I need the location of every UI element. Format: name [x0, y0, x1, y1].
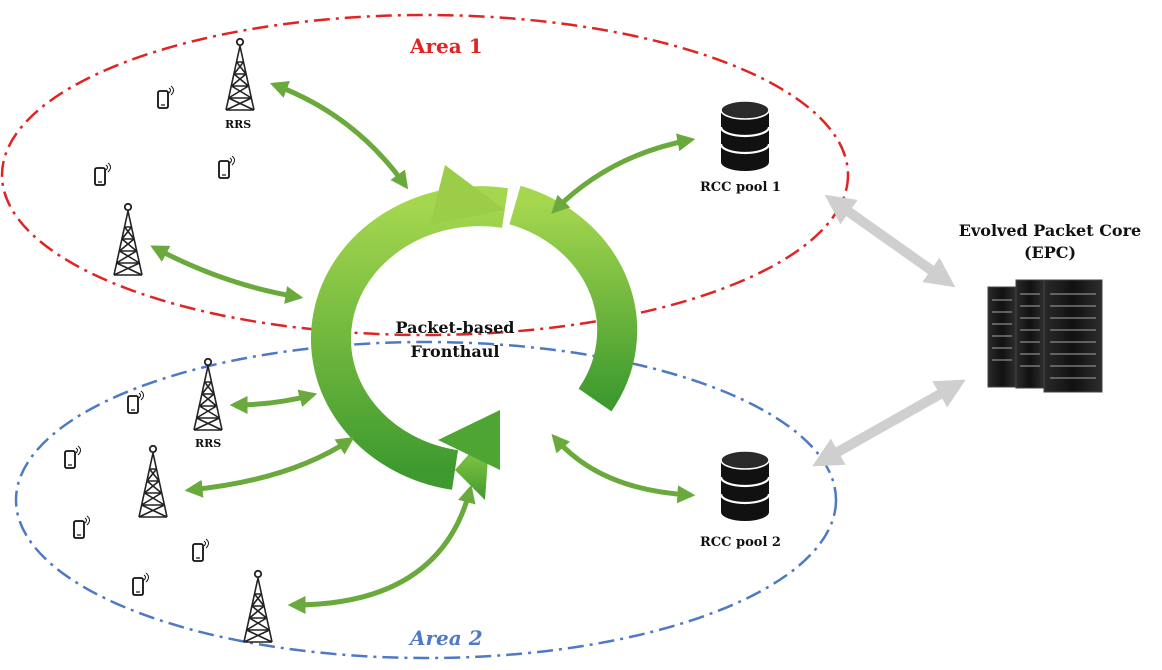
mobile-phone-icon: [157, 85, 175, 109]
fronthaul-links: [150, 81, 696, 614]
rcc-pool-1-label: RCC pool 1: [700, 180, 781, 195]
area1-boundary: [0, 13, 850, 337]
fronthaul-label-line2: Fronthaul: [410, 342, 500, 361]
mobile-phone-icon: [94, 162, 112, 186]
fronthaul-ring: [311, 165, 638, 500]
epc-label-line2: (EPC): [1023, 243, 1077, 262]
link-rrs5-ring: [287, 484, 476, 614]
cell-tower-icon: [138, 444, 168, 518]
area2-title: Area 2: [410, 626, 483, 650]
link-rrs1-ring: [269, 81, 409, 190]
mobile-phone-icon: [192, 538, 210, 562]
area2-boundary: [14, 340, 838, 660]
mobile-phone-icon: [132, 572, 150, 596]
rcc-pool-2-label: RCC pool 2: [700, 535, 781, 550]
fronthaul-label-line1: Packet-based: [395, 318, 515, 337]
link-rrs2-ring: [150, 245, 304, 304]
mobile-phone-icon: [73, 515, 91, 539]
rrs-label: RRS: [195, 437, 222, 450]
link-pool2-epc: [812, 379, 966, 467]
epc-label-line1: Evolved Packet Core: [958, 221, 1142, 240]
area1-title: Area 1: [410, 34, 483, 58]
cell-tower-icon: [193, 357, 223, 431]
cell-tower-icon: [225, 37, 255, 111]
link-rrs4-ring: [184, 437, 355, 498]
link-pool1-epc: [824, 194, 956, 288]
link-rrs3-ring: [229, 389, 318, 414]
mobile-phone-icon: [127, 390, 145, 414]
backhaul-links: [812, 194, 966, 467]
database-icon: [719, 99, 771, 173]
cell-tower-icon: [243, 569, 273, 643]
epc-label: Evolved Packet Core (EPC): [930, 220, 1162, 264]
rrs-label: RRS: [225, 118, 252, 131]
mobile-phone-icon: [218, 155, 236, 179]
fronthaul-label: Packet-based Fronthaul: [390, 316, 520, 364]
server-rack-icon: [987, 279, 1103, 393]
database-icon: [719, 449, 771, 523]
cell-tower-icon: [113, 202, 143, 276]
mobile-phone-icon: [64, 445, 82, 469]
link-pool2-ring: [551, 433, 696, 504]
link-pool1-ring: [551, 133, 696, 214]
